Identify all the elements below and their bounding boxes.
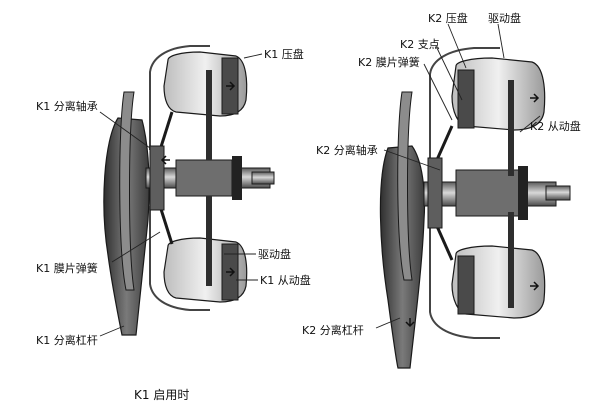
label-k1-diaphragm-spring: K1 膜片弹簧 (36, 262, 98, 275)
label-k2-drive-plate: 驱动盘 (488, 12, 521, 25)
k2-pressure-plate-lower (457, 255, 475, 315)
k2-leaders (375, 23, 541, 329)
k1-housing-left (119, 91, 135, 291)
k1-diaphragm-spring-lower (158, 205, 174, 245)
k1-release-bearing-part (149, 145, 165, 211)
k2-driven-plate-lower (508, 212, 514, 308)
k1-cover-lower (149, 206, 210, 311)
k1-driven-plate-upper (206, 70, 212, 160)
label-k2-release-lever: K2 分离杠杆 (302, 324, 364, 337)
k2-release-bearing-part (427, 157, 443, 229)
k1-flange (232, 156, 242, 200)
label-drive-plate: 驱动盘 (258, 248, 291, 261)
label-k1-driven-plate: K1 从动盘 (260, 274, 311, 287)
k2-hub (455, 169, 525, 217)
k2-pressure-plate-upper (457, 69, 475, 129)
label-k1-release-bearing: K1 分离轴承 (36, 100, 98, 113)
k2-cover-upper (429, 47, 500, 160)
k1-driven-plate-lower (206, 196, 212, 286)
k2-diaphragm-spring-upper (434, 125, 454, 163)
caption: K1 启用时 (134, 388, 190, 402)
k1-assembly (103, 45, 275, 336)
k2-diaphragm-spring-lower (434, 223, 454, 261)
k1-leaders (99, 53, 263, 337)
k2-assembly (379, 47, 571, 369)
k1-shaft-tip (251, 171, 275, 185)
label-k2-driven-plate: K2 从动盘 (530, 120, 581, 133)
k2-flange (518, 166, 528, 220)
label-k2-pressure-plate: K2 压盘 (428, 12, 468, 25)
k2-shaft-tip (545, 185, 571, 201)
label-k2-release-bearing: K2 分离轴承 (316, 144, 378, 157)
k1-diaphragm-spring-upper (158, 111, 174, 151)
k2-housing-left (397, 91, 413, 281)
label-k2-diaphragm-spring: K2 膜片弹簧 (358, 56, 420, 69)
k1-hub (175, 159, 233, 197)
k2-cover-lower (429, 226, 500, 339)
label-k1-release-lever: K1 分离杠杆 (36, 334, 98, 347)
k1-cover-upper (149, 45, 210, 150)
label-k2-pivot: K2 支点 (400, 38, 440, 51)
k2-driven-plate-upper (508, 80, 514, 176)
label-k1-pressure-plate: K1 压盘 (264, 48, 304, 61)
